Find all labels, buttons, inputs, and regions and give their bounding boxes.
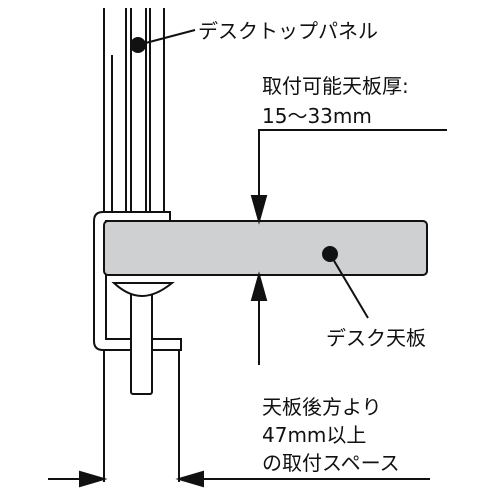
desktop-leader-dot bbox=[322, 246, 338, 262]
clamp-screw bbox=[111, 282, 175, 395]
thickness-dimension bbox=[250, 129, 447, 365]
panel-leader bbox=[130, 29, 196, 53]
panel-leader-dot bbox=[130, 37, 146, 53]
clearance-label-line2: 47mm以上 bbox=[262, 423, 366, 447]
thickness-label-line1: 取付可能天板厚: bbox=[262, 74, 409, 98]
clearance-dimension bbox=[48, 470, 430, 488]
panel-label: デスクトップパネル bbox=[198, 19, 378, 43]
lower-panel-lines bbox=[103, 350, 180, 482]
clamp-bracket bbox=[93, 211, 182, 351]
thickness-label-line2: 15～33mm bbox=[262, 104, 372, 128]
desk-top-board bbox=[103, 220, 428, 276]
clearance-label-line3: の取付スペース bbox=[262, 451, 400, 475]
desk-top-label: デスク天板 bbox=[326, 326, 426, 350]
clearance-label-line1: 天板後方より bbox=[262, 395, 382, 419]
desktop-leader bbox=[322, 246, 369, 319]
